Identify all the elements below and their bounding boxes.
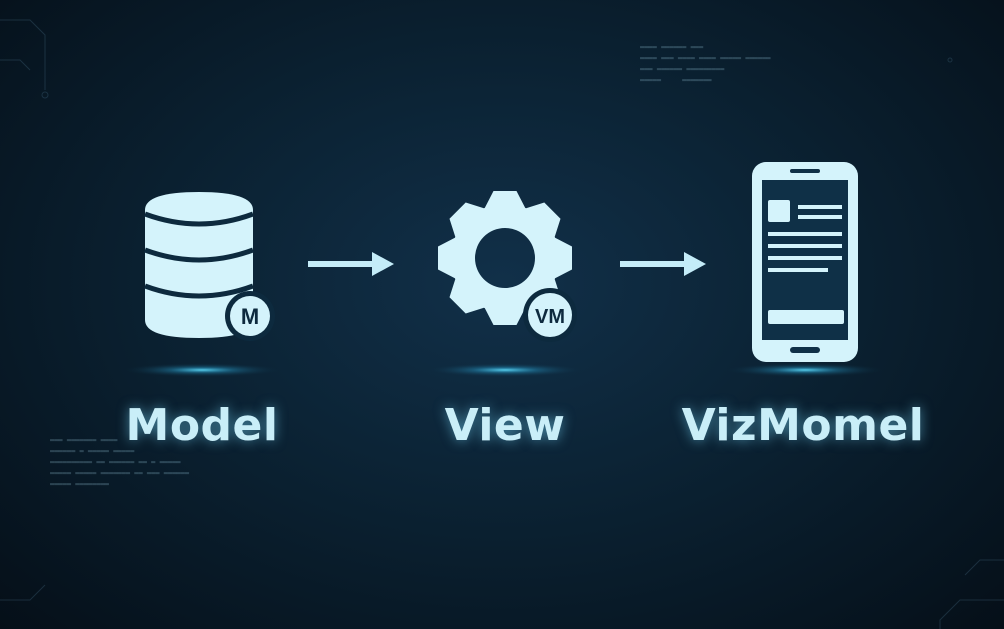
glow-model bbox=[122, 363, 282, 377]
glow-vizmomel bbox=[725, 363, 885, 377]
model-badge-text: M bbox=[241, 304, 259, 329]
arrow-icon bbox=[308, 252, 394, 276]
background-code-decoration: ▬▬▬ ▬▬▬▬▬▬▬ ▬▬▬▬▬▬▬▬▬▬ ▬ ▬▬▬▬▬ ▬▬▬▬▬▬▬▬▬… bbox=[50, 436, 190, 488]
node-label-vizmomel: VizMomel bbox=[681, 400, 925, 451]
view-badge-text: VM bbox=[535, 306, 565, 328]
node-label-view: View bbox=[444, 400, 566, 451]
smartphone-icon bbox=[752, 162, 858, 362]
glow-view bbox=[425, 363, 585, 377]
background-code-decoration: ▬▬▬▬ ▬▬▬▬▬▬ ▬▬▬▬▬▬▬ ▬▬▬ ▬▬▬▬ ▬▬▬▬ ▬▬▬▬▬ … bbox=[640, 43, 771, 84]
circuit-decoration bbox=[0, 19, 1004, 629]
view-badge: VM bbox=[523, 288, 577, 342]
model-badge: M bbox=[225, 291, 275, 341]
database-icon bbox=[144, 192, 254, 338]
arrow-icon bbox=[620, 252, 706, 276]
node-label-model: Model bbox=[125, 400, 279, 451]
